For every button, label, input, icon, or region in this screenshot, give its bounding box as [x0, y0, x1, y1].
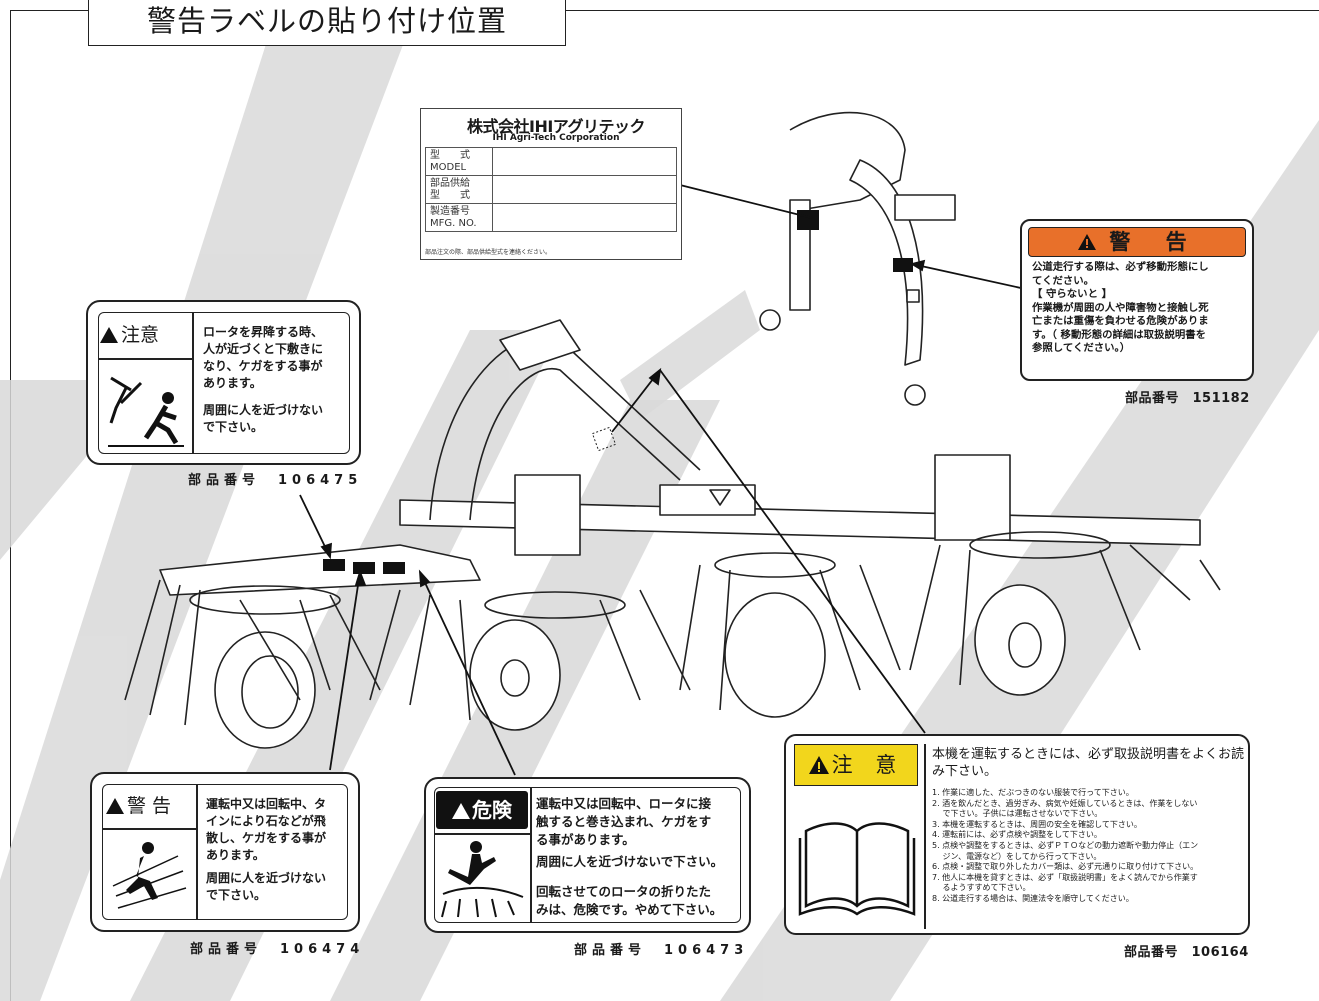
nameplate-row: 部品供給型 式	[425, 175, 677, 204]
divider	[434, 833, 530, 835]
danger-label-text-3: 回転させてのロータの折りたた みは、危険です。やめて下さい。	[536, 883, 746, 919]
warning-line: す。（ 移動形態の詳細は取扱説明書を	[1032, 328, 1207, 341]
part-number-106164: 部品番号 106164	[1124, 945, 1249, 960]
danger-label-text-2: 周囲に人を近づけないで下さい。	[536, 853, 746, 871]
danger-label-text: 運転中又は回転中、ロータに接 触すると巻き込まれ、ケガをす る事があります。	[536, 795, 746, 849]
caution-label-header: 注 意	[794, 744, 918, 786]
caution-label-rotor: 注意 ロータを昇降する時、 人が近づくと下敷きに なり、ケガをする事が あります…	[86, 300, 361, 465]
caution-label-text: ロータを昇降する時、 人が近づくと下敷きに なり、ケガをする事が あります。	[203, 324, 353, 392]
caution-label-text-2: 周囲に人を近づけない で下さい。	[203, 402, 353, 436]
warning-label-text-2: 周囲に人を近づけない で下さい。	[206, 870, 352, 904]
warning-label-header: 警 告	[106, 790, 194, 822]
warning-label-title: 警 告	[1109, 230, 1201, 254]
warning-label-text: 運転中又は回転中、タ インにより石などが飛 散し、ケガをする事が あります。	[206, 796, 352, 864]
nameplate-row-sub: MFG. NO.	[430, 217, 477, 229]
caution-label-intro: 本機を運転するときには、必ず取扱説明書をよくお読み下さい。	[932, 747, 1245, 779]
caution-line: あります。	[203, 376, 262, 390]
list-item: 7. 他人に本機を貸すときは、必ず「取扱説明書」をよく読んでから作業す	[932, 872, 1198, 882]
warning-triangle-icon	[808, 756, 829, 774]
warning-line: 【 守らないと 】	[1032, 288, 1112, 300]
warning-line: 亡または重傷を負わせる危険がありま	[1032, 315, 1209, 327]
warning-line: インにより石などが飛	[206, 814, 326, 828]
manual-book-icon	[798, 822, 916, 916]
nameplate-company: 株式会社IHIアグリテック	[467, 117, 646, 136]
caution-line: ロータを昇降する時、	[203, 325, 324, 339]
nameplate: 株式会社IHIアグリテック IHI Agri-Tech Corporation …	[420, 108, 682, 260]
part-number-106475: 部品番号 106475	[188, 473, 363, 488]
danger-line: 触すると巻き込まれ、ケガをす	[536, 814, 712, 829]
divider	[530, 787, 532, 923]
warning-triangle-icon	[106, 798, 124, 814]
caution-line: 周囲に人を近づけない	[203, 403, 324, 417]
page-title: 警告ラベルの貼り付け位置	[88, 0, 566, 46]
nameplate-row-label: 部品供給	[430, 177, 470, 189]
warning-line: 散し、ケガをする事が	[206, 831, 327, 845]
warning-line: 周囲に人を近づけない	[206, 871, 327, 885]
caution-label-manual: 注 意 本機を運転するときには、必ず取扱説明書をよくお読み下さい。 1. 作業に…	[784, 734, 1250, 935]
list-item: 1. 作業に適した、だぶつきのない服装で行って下さい。	[932, 788, 1134, 797]
entanglement-hazard-icon	[441, 841, 524, 918]
warning-line: あります。	[206, 848, 265, 862]
part-number-106473: 部品番号 106473	[574, 943, 749, 958]
list-item: るようすすめて下さい。	[932, 883, 1031, 893]
warning-line: てください。	[1032, 274, 1095, 287]
part-number-151182: 部品番号 151182	[1125, 391, 1250, 406]
danger-line: みは、危険です。やめて下さい。	[536, 902, 723, 917]
caution-label-header: 注意	[100, 319, 186, 351]
divider	[924, 744, 926, 929]
nameplate-row-label: 型 式	[430, 149, 470, 161]
warning-line: 作業機が周囲の人や障害物と接触し死	[1032, 301, 1209, 314]
list-item: 3. 本機を運転するときは、周囲の安全を確認して下さい。	[932, 819, 1142, 829]
danger-label-header: 危険	[436, 791, 528, 829]
list-item: 6. 点検・調整で取り外したカバー類は、必ず元通りに取り付けて下さい。	[932, 862, 1199, 872]
list-item: 8. 公道走行する場合は、関連法令を順守してください。	[932, 893, 1134, 903]
warning-line: 運転中又は回転中、タ	[206, 797, 327, 811]
nameplate-company-en: IHI Agri-Tech Corporation	[492, 133, 620, 143]
nameplate-row-label: 製造番号	[430, 205, 470, 217]
warning-line: で下さい。	[206, 888, 267, 902]
danger-line: 運転中又は回転中、ロータに接	[536, 796, 712, 811]
warning-label-stones: 警 告 運転中又は回転中、タ インにより石などが飛 散し、ケガをする事が ありま…	[90, 772, 360, 932]
list-item: 5. 点検や調整をするときは、必ずＰＴＯなどの動力遮断や動力停止（エン	[932, 840, 1199, 850]
caution-list: 1. 作業に適した、だぶつきのない服装で行って下さい。 2. 酒を飲んだとき、過…	[932, 788, 1248, 905]
list-item: で下さい。子供には運転させないで下さい。	[932, 809, 1103, 819]
divider	[192, 312, 194, 454]
nameplate-row-sub: MODEL	[430, 161, 467, 173]
warning-line: 公道走行する際は、必ず移動形態にし	[1032, 261, 1209, 273]
danger-line: る事があります。	[536, 832, 635, 847]
caution-line: 人が近づくと下敷きに	[203, 342, 324, 356]
caution-line: なり、ケガをする事が	[203, 359, 323, 373]
warning-label-header: 警 告	[1028, 227, 1246, 257]
divider	[98, 358, 192, 360]
warning-triangle-icon	[452, 803, 470, 819]
divider	[102, 828, 196, 830]
list-item: 2. 酒を飲んだとき、過労ぎみ、病気や妊娠しているときは、作業をしない	[932, 798, 1198, 808]
list-item: 4. 運転前には、必ず点検や調整をして下さい。	[932, 830, 1102, 840]
nameplate-row-sub: 型 式	[430, 189, 470, 201]
warning-line: 参照してください。）	[1032, 342, 1131, 354]
crush-hazard-icon	[108, 376, 184, 447]
flying-stones-icon	[112, 842, 187, 909]
warning-triangle-icon	[100, 327, 118, 343]
danger-line: 周囲に人を近づけないで下さい。	[536, 854, 724, 869]
danger-label-entanglement: 危険 運転中又は回転中、ロータに接 触すると巻き込まれ、ケガをす る事があります…	[424, 777, 751, 933]
part-number-106474: 部品番号 106474	[190, 942, 365, 957]
divider	[196, 784, 198, 920]
danger-label-title: 危険	[472, 798, 512, 822]
caution-line: で下さい。	[203, 420, 264, 434]
list-item: ジン、電源など）をしてから行って下さい。	[932, 851, 1102, 861]
caution-label-title: 注 意	[831, 753, 905, 777]
caution-label-title: 注意	[121, 324, 160, 346]
warning-label-travel: 警 告 公道走行する際は、必ず移動形態にし てください。 【 守らないと 】 作…	[1020, 219, 1254, 381]
warning-label-title: 警 告	[127, 795, 172, 817]
danger-line: 回転させてのロータの折りたた	[536, 884, 712, 899]
nameplate-note: 部品注文の際、部品供給型式を連絡ください。	[425, 249, 552, 256]
warning-label-body: 公道走行する際は、必ず移動形態にし てください。 【 守らないと 】 作業機が周…	[1032, 261, 1248, 356]
